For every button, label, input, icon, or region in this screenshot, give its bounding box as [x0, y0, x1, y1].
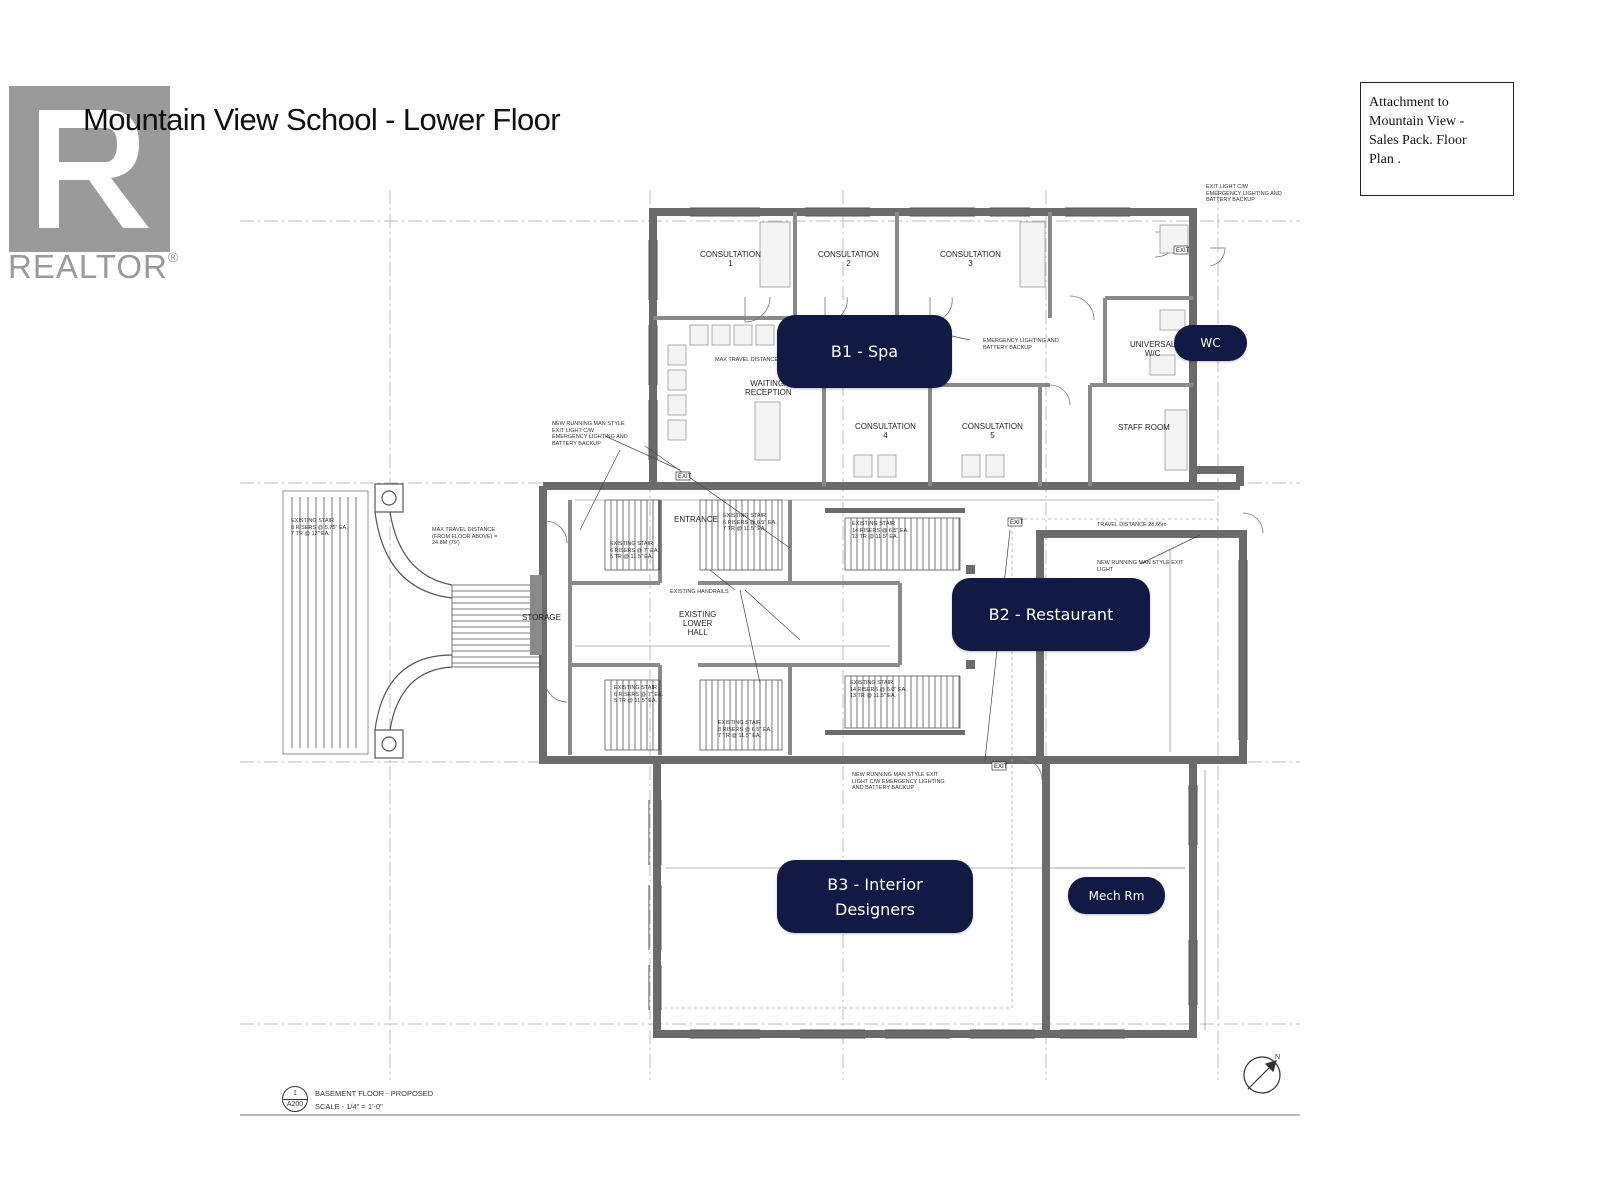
drawing-scale: SCALE - 1/4" = 1'-0" — [315, 1102, 383, 1111]
exit-sign-icon: EXIT — [1173, 245, 1190, 255]
exit-signs: EXIT EXIT EXIT EXIT — [675, 245, 1190, 771]
north-label: N — [1275, 1054, 1281, 1061]
furniture — [667, 221, 1189, 478]
entry-porch — [374, 483, 542, 759]
page-title: Mountain View School - Lower Floor — [83, 102, 561, 137]
north-arrow-icon — [1243, 1056, 1281, 1094]
windows — [648, 207, 1248, 1039]
drawing-title: BASEMENT FLOOR - PROPOSED — [315, 1089, 434, 1098]
realtor-logo-text: REALTOR® — [8, 248, 180, 285]
room-label-entrance: ENTRANCE — [674, 515, 719, 524]
svg-text:EXIT: EXIT — [1176, 248, 1190, 254]
realtor-logo-icon — [9, 86, 170, 252]
unit-b2-restaurant-label: B2 - Restaurant — [952, 578, 1150, 651]
leader-lines — [579, 329, 1201, 761]
travel-path — [665, 518, 1220, 1009]
svg-text:EXIT: EXIT — [1010, 520, 1024, 526]
columns — [825, 508, 975, 735]
note-max-travel-spa: MAX TRAVEL DISTANCE — [715, 357, 779, 363]
unit-wc-label: WC — [1174, 325, 1247, 361]
note-max-travel: MAX TRAVEL DISTANCE(FROM FLOOR ABOVE) =2… — [432, 527, 498, 546]
room-label-storage: STORAGE — [522, 613, 561, 622]
stairs — [282, 490, 961, 755]
exit-sign-icon: EXIT — [1007, 517, 1024, 527]
dimension-lines — [575, 230, 1215, 1030]
attachment-note: Attachment to Mountain View - Sales Pack… — [1360, 82, 1514, 196]
drawing-number-badge: 1 A200 — [282, 1086, 308, 1112]
svg-text:EXIT: EXIT — [678, 474, 692, 480]
note-handrails: EXISTING HANDRAILS — [670, 589, 729, 595]
room-label-staff-room: STAFF ROOM — [1118, 423, 1170, 432]
unit-b1-spa-label: B1 - Spa — [777, 315, 952, 388]
svg-text:EXIT: EXIT — [994, 764, 1008, 770]
note-travel-distance: TRAVEL DISTANCE 28.65m — [1097, 522, 1167, 528]
exit-sign-icon: EXIT — [991, 761, 1008, 771]
unit-mech-room-label: Mech Rm — [1068, 877, 1165, 914]
exit-sign-icon: EXIT — [675, 471, 692, 481]
room-label-waiting: WAITING/RECEPTION — [745, 379, 792, 397]
